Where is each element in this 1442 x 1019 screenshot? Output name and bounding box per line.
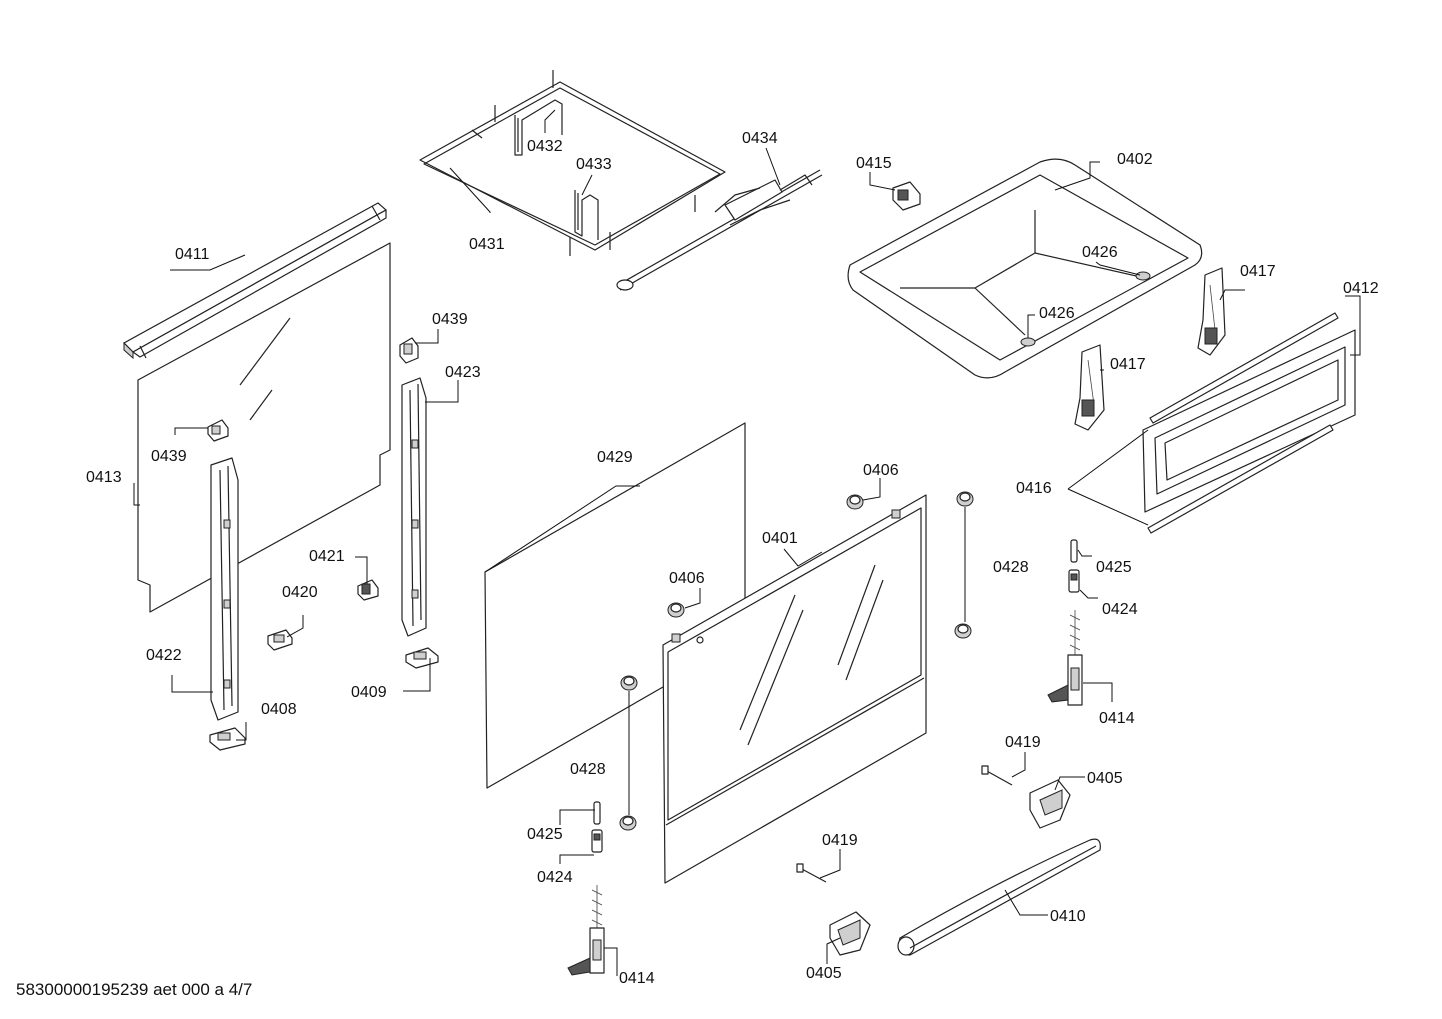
part-0439-clip-left (207, 419, 229, 442)
label-0424-left: 0424 (537, 869, 573, 886)
label-0401: 0401 (762, 530, 798, 547)
label-0428-right: 0428 (993, 559, 1029, 576)
label-0406-right: 0406 (863, 462, 899, 479)
part-0424-spacer-left (591, 829, 603, 853)
label-0416: 0416 (1016, 480, 1052, 497)
part-0419-screw-lower (796, 863, 827, 883)
label-0414-left: 0414 (619, 970, 655, 987)
part-0415-bracket (892, 181, 921, 211)
part-0413-inner-glass (137, 242, 391, 613)
label-0422: 0422 (146, 647, 182, 664)
label-0431: 0431 (469, 236, 505, 253)
label-0413: 0413 (86, 469, 122, 486)
part-labels: 0401 0402 0405 0405 0406 0406 0408 0409 … (86, 130, 1379, 987)
label-0419-lower: 0419 (822, 832, 858, 849)
part-0428-bumper-b (619, 815, 637, 831)
part-0414-hinge-right (1047, 610, 1083, 706)
label-0412: 0412 (1343, 280, 1379, 297)
label-0409: 0409 (351, 684, 387, 701)
part-0402-roasting-tray (847, 158, 1203, 379)
part-0401-outer-door (662, 494, 927, 884)
label-0439-left: 0439 (151, 448, 187, 465)
label-0426-lower: 0426 (1039, 305, 1075, 322)
label-0414-right: 0414 (1099, 710, 1135, 727)
leader-lines (133, 109, 1361, 976)
part-0405-endcap-lower (829, 911, 871, 956)
label-0402: 0402 (1117, 151, 1153, 168)
label-0415: 0415 (856, 155, 892, 172)
part-0417-hinge-lower (1074, 344, 1105, 431)
label-0424-right: 0424 (1102, 601, 1138, 618)
part-0433-wire-support (574, 190, 599, 240)
label-0410: 0410 (1050, 908, 1086, 925)
part-0412-drawer-front (1142, 329, 1356, 513)
label-0425-left: 0425 (527, 826, 563, 843)
part-0411-top-trim (123, 202, 387, 360)
label-0406-left: 0406 (669, 570, 705, 587)
label-0417-upper: 0417 (1240, 263, 1276, 280)
label-0439-right: 0439 (432, 311, 468, 328)
part-0425-pin-left (593, 801, 601, 825)
label-0408: 0408 (261, 701, 297, 718)
label-0428-left: 0428 (570, 761, 606, 778)
label-0417-lower: 0417 (1110, 356, 1146, 373)
part-0419-screw-upper (981, 765, 1013, 786)
part-0431-shelf-frame (419, 70, 726, 256)
label-0434: 0434 (742, 130, 778, 147)
part-0408-hinge-block (209, 727, 246, 751)
label-0423: 0423 (445, 364, 481, 381)
part-0406-bumper-right (846, 494, 864, 510)
part-0409-hinge-block (405, 647, 439, 669)
part-0428-bumper-c (956, 491, 974, 507)
part-0432-wire-support (514, 99, 563, 156)
document-id: 58300000195239 aet 000 a 4/7 (16, 980, 253, 999)
part-0428-bumper-a (620, 675, 638, 691)
part-0434-rotisserie-spit (616, 169, 823, 291)
part-0414-hinge-left (567, 885, 605, 976)
label-0426-upper: 0426 (1082, 244, 1118, 261)
part-0420-clip (267, 629, 293, 651)
part-0416-drawer-rails (1147, 312, 1339, 534)
part-0417-hinge-upper (1197, 267, 1226, 356)
part-0422-left-rail (210, 457, 239, 721)
part-0406-bumper-left (667, 602, 685, 618)
part-0439-clip-right (399, 337, 419, 364)
part-0405-endcap-upper (1029, 779, 1071, 829)
label-0405-upper: 0405 (1087, 770, 1123, 787)
part-0410-handle-bar (897, 838, 1101, 956)
part-0421-clip (357, 579, 379, 601)
part-0428-bumper-d (954, 623, 972, 639)
label-0405-lower: 0405 (806, 965, 842, 982)
label-0419-upper: 0419 (1005, 734, 1041, 751)
part-0424-spacer-right (1068, 569, 1080, 593)
label-0411: 0411 (175, 246, 210, 263)
label-0421: 0421 (309, 548, 345, 565)
label-0425-right: 0425 (1096, 559, 1132, 576)
label-0432: 0432 (527, 138, 563, 155)
label-0429: 0429 (597, 449, 633, 466)
part-0423-right-rail (401, 377, 427, 637)
label-0433: 0433 (576, 156, 612, 173)
part-0425-pin-right (1070, 539, 1078, 563)
label-0420: 0420 (282, 584, 318, 601)
